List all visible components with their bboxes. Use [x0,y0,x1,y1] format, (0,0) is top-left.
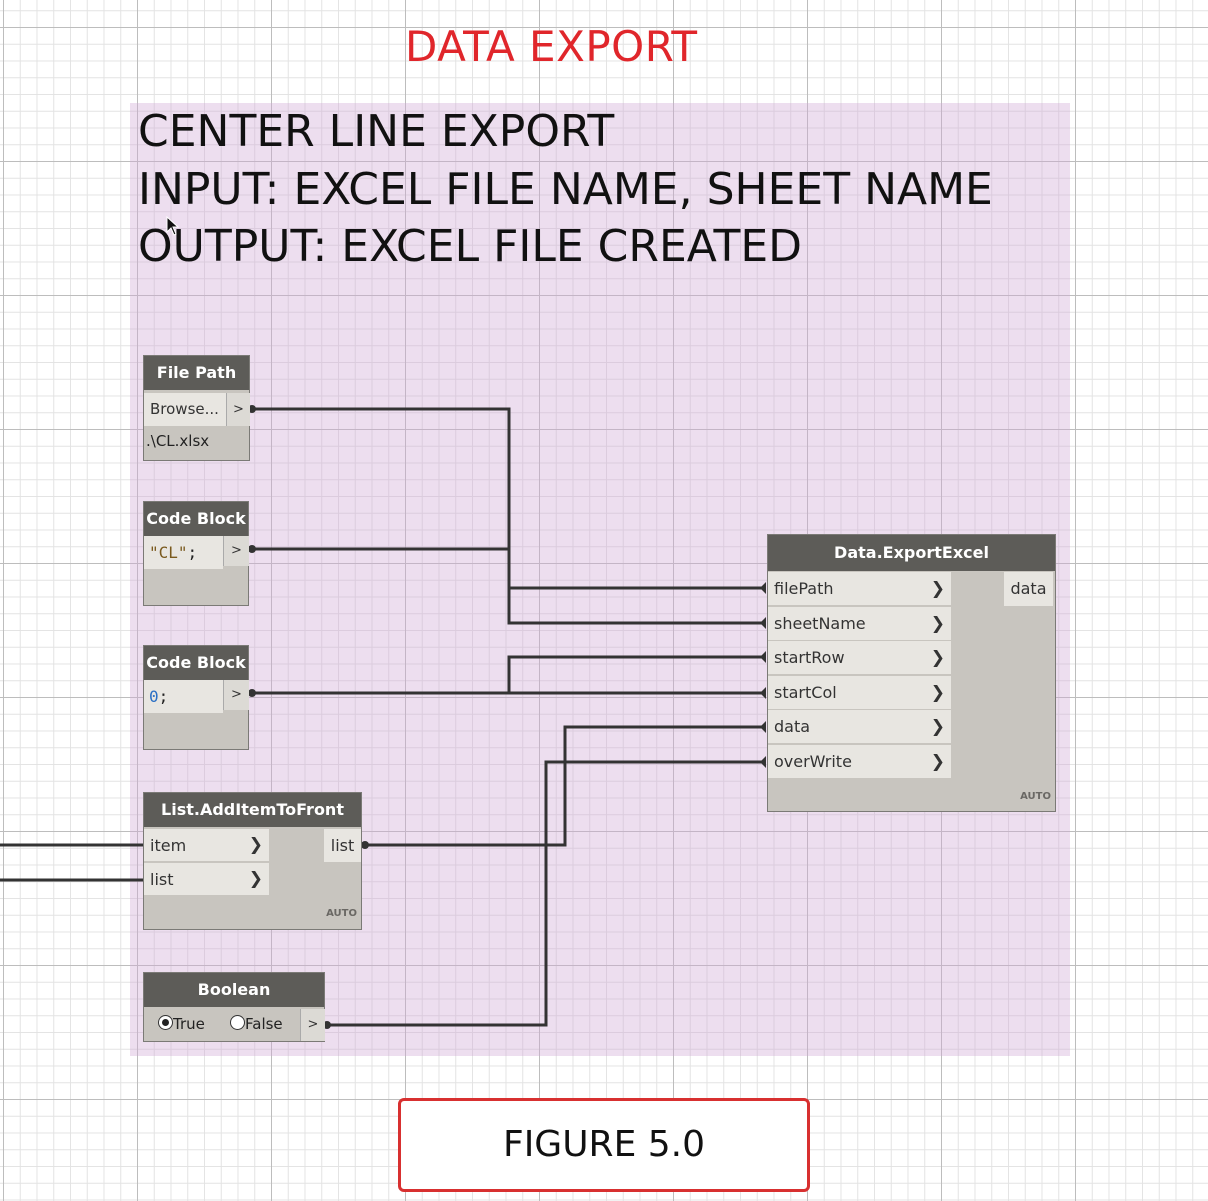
code-semicolon: ; [158,687,169,706]
lacing-badge[interactable]: AUTO [326,908,357,919]
input-port-filepath[interactable]: filePath ❯ [768,572,951,606]
code-string: "CL" [149,543,188,562]
output-port[interactable]: > [223,680,249,710]
false-label: False [245,1015,283,1033]
false-radio[interactable]: False [230,1015,283,1033]
browse-label: Browse... [150,400,219,418]
code-editor[interactable]: 0; [144,680,223,713]
node-title: Boolean [144,973,324,1007]
boolean-node[interactable]: Boolean True False > [143,972,325,1042]
wire-startrow [252,655,766,695]
radio-checked-icon [158,1015,173,1030]
code-semicolon: ; [187,543,198,562]
node-title: File Path [144,356,249,390]
chevron-right-icon: ❯ [248,869,263,889]
input-port-data[interactable]: data ❯ [768,710,951,744]
port-label: startRow [774,648,845,667]
output-port[interactable]: > [223,536,249,566]
true-radio[interactable]: True [158,1015,205,1033]
input-port-list[interactable]: list ❯ [144,863,269,896]
wire-data [365,725,766,847]
port-label: item [150,836,187,855]
port-label: list [330,836,355,855]
code-block-node[interactable]: Code Block 0; > [143,645,249,750]
output-port-data[interactable]: data [1004,572,1053,606]
true-label: True [173,1015,205,1033]
node-title: List.AddItemToFront [144,793,361,827]
port-label: filePath [774,579,834,598]
port-label: sheetName [774,614,866,633]
output-port-list[interactable]: list [324,829,361,862]
figure-caption: FIGURE 5.0 [398,1098,810,1192]
input-port-sheetname[interactable]: sheetName ❯ [768,607,951,641]
group-description[interactable]: CENTER LINE EXPORT INPUT: EXCEL FILE NAM… [138,103,993,276]
lacing-badge[interactable]: AUTO [1020,791,1051,802]
port-label: list [150,870,174,889]
chevron-right-icon: ❯ [930,579,945,599]
mouse-cursor-icon [166,216,180,236]
input-port-startrow[interactable]: startRow ❯ [768,641,951,675]
port-label: data [1010,579,1047,598]
chevron-right-icon: ❯ [930,683,945,703]
export-excel-node[interactable]: Data.ExportExcel filePath ❯ sheetName ❯ st… [767,534,1056,812]
node-title: Code Block [144,646,248,680]
add-item-to-front-node[interactable]: List.AddItemToFront item ❯ list ❯ list AUT… [143,792,362,930]
node-title: Data.ExportExcel [768,535,1055,571]
code-block-node[interactable]: Code Block "CL"; > [143,501,249,606]
chevron-right-icon: ❯ [930,752,945,772]
chevron-right-icon: ❯ [930,614,945,634]
file-path-node[interactable]: File Path Browse... > .\CL.xlsx [143,355,250,461]
wire-overwrite [327,760,766,1027]
canvas-title: DATA EXPORT [405,22,698,71]
wire-filepath [252,407,766,590]
chevron-right-icon: ❯ [248,835,263,855]
node-title: Code Block [144,502,248,536]
group-line-1: CENTER LINE EXPORT [138,106,615,157]
code-editor[interactable]: "CL"; [144,536,223,569]
port-label: overWrite [774,752,852,771]
radio-unchecked-icon [230,1015,245,1030]
wire-sheetname [252,547,766,625]
group-line-2: INPUT: EXCEL FILE NAME, SHEET NAME [138,163,993,215]
input-port-item[interactable]: item ❯ [144,829,269,862]
browse-button[interactable]: Browse... [144,393,226,426]
output-port[interactable]: > [226,393,250,426]
chevron-right-icon: ❯ [930,648,945,668]
input-port-overwrite[interactable]: overWrite ❯ [768,745,951,779]
file-path-value: .\CL.xlsx [146,432,210,450]
group-line-3: OUTPUT: EXCEL FILE CREATED [138,221,802,272]
output-port[interactable]: > [300,1009,325,1041]
input-port-startcol[interactable]: startCol ❯ [768,676,951,710]
chevron-right-icon: ❯ [930,717,945,737]
port-label: data [774,717,811,736]
port-label: startCol [774,683,837,702]
code-number: 0 [149,687,159,706]
